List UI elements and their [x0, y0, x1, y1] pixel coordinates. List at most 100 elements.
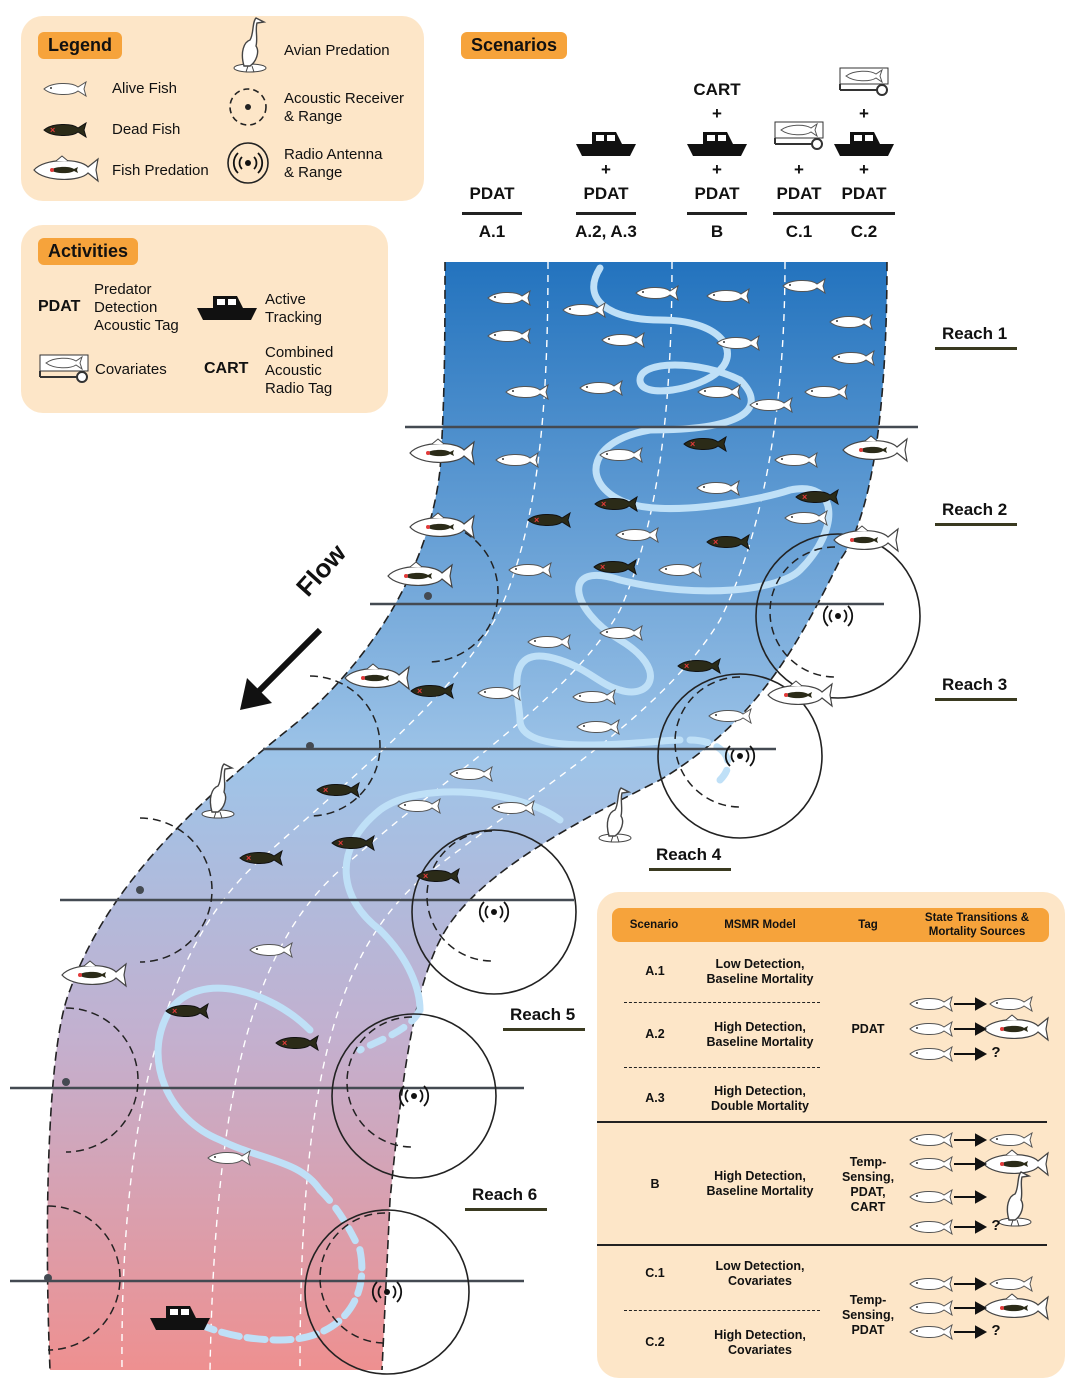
- legend-title: Legend: [38, 32, 123, 59]
- reach-underline: [503, 1028, 585, 1031]
- group-divider: [597, 1121, 1047, 1123]
- covariates-icon: [39, 354, 89, 383]
- unknown-mark: ?: [991, 1322, 1001, 1339]
- radio-antenna-icon: [478, 901, 510, 923]
- radio-antenna-ranges: [304, 533, 921, 1375]
- river-edge-right: [381, 261, 888, 1371]
- scenario-c2-label: C.2: [850, 222, 878, 241]
- row-c1-model: Low Detection, Covariates: [715, 1259, 805, 1288]
- covariates-icon: [774, 121, 824, 150]
- covariates-icon: [839, 67, 889, 96]
- active-tracking-icon: [197, 296, 257, 320]
- unknown-mark: ?: [991, 1044, 1001, 1061]
- reach-5-label: Reach 5: [510, 1005, 576, 1024]
- scenario-c1-tag: PDAT: [776, 184, 822, 203]
- radio-antenna-icon: [822, 605, 854, 627]
- scenario-underline: [576, 212, 636, 215]
- reach-2-label: Reach 2: [942, 500, 1008, 519]
- river-body: [47, 262, 888, 1370]
- scenario-a2-label: A.2, A.3: [575, 222, 637, 241]
- legend-avian-predation: Avian Predation: [284, 42, 390, 59]
- acoustic-receiver-icon: [229, 88, 267, 126]
- row-divider: [624, 1067, 820, 1068]
- scenario-underline: [773, 212, 895, 215]
- pdat-abbr: PDAT: [38, 298, 81, 315]
- plus-sign: +: [859, 104, 869, 123]
- scenario-c2-tag: PDAT: [841, 184, 887, 203]
- header-tag: Tag: [858, 919, 878, 931]
- row-c2-scenario: C.2: [645, 1335, 665, 1349]
- table-arrows: [954, 997, 988, 1339]
- radio-antenna-icon: [227, 142, 269, 184]
- legend-radio-antenna: Radio Antenna & Range: [284, 146, 383, 181]
- avian-predation-icon: [233, 17, 267, 73]
- tracking-path: [154, 264, 833, 1344]
- row-a1-scenario: A.1: [645, 964, 665, 978]
- header-scenario: Scenario: [629, 919, 679, 931]
- active-tracking-icon: [576, 132, 636, 156]
- legend-dead-fish: Dead Fish: [112, 121, 181, 138]
- plus-sign: +: [712, 160, 722, 179]
- scenario-underline: [462, 212, 522, 215]
- cart-top-label: CART: [693, 80, 741, 99]
- acoustic-receivers: [47, 521, 836, 1351]
- reach-underline: [649, 868, 731, 871]
- legend-fish-predation: Fish Predation: [112, 162, 209, 179]
- scenario-b-tag: PDAT: [694, 184, 740, 203]
- covariates-label: Covariates: [95, 361, 167, 378]
- table-header-bar: [612, 908, 1049, 942]
- reach-4-label: Reach 4: [656, 845, 722, 864]
- row-c1-scenario: C.1: [645, 1266, 665, 1280]
- plus-sign: +: [712, 104, 722, 123]
- row-c2-model: High Detection, Covariates: [714, 1328, 806, 1357]
- active-tracking-icon: [687, 132, 747, 156]
- scenarios-title: Scenarios: [461, 32, 568, 59]
- river-lanes: [121, 261, 786, 1371]
- header-transitions: State Transitions & Mortality Sources: [924, 912, 1030, 938]
- dead-fish-icon: [43, 122, 87, 138]
- plus-sign: +: [601, 160, 611, 179]
- reach-underline: [465, 1208, 547, 1211]
- row-b-model: High Detection, Baseline Mortality: [706, 1169, 814, 1198]
- reach-1-label: Reach 1: [942, 324, 1008, 343]
- row-a2-model: High Detection, Baseline Mortality: [706, 1020, 814, 1049]
- row-divider: [624, 1002, 820, 1003]
- row-a2-scenario: A.2: [645, 1027, 665, 1041]
- group-divider: [597, 1244, 1047, 1246]
- tag-group-b: Temp-Sensing, PDAT, CART: [841, 1155, 895, 1214]
- reach-underline: [935, 698, 1017, 701]
- row-divider: [624, 1310, 820, 1311]
- tag-group-a: PDAT: [851, 1022, 885, 1036]
- pdat-desc: Predator Detection Acoustic Tag: [94, 281, 179, 334]
- tag-group-c: Temp-Sensing, PDAT: [841, 1293, 895, 1337]
- cart-abbr: CART: [204, 360, 249, 377]
- reach-6-label: Reach 6: [472, 1185, 538, 1204]
- receiver-dots: [44, 592, 432, 1282]
- scenario-a1-label: A.1: [478, 222, 506, 241]
- reach-underline: [935, 523, 1017, 526]
- scenario-b-label: B: [710, 222, 724, 241]
- row-b-scenario: B: [650, 1177, 660, 1191]
- activities-title: Activities: [38, 238, 139, 265]
- legend-alive-fish: Alive Fish: [112, 80, 178, 97]
- fish-predation-icon: [33, 155, 99, 182]
- header-model: MSMR Model: [724, 919, 796, 931]
- row-a3-scenario: A.3: [645, 1091, 665, 1105]
- scenario-a2-tag: PDAT: [583, 184, 629, 203]
- active-tracking-icon: [834, 132, 894, 156]
- reach-lines: [10, 425, 918, 1283]
- row-a3-model: High Detection, Double Mortality: [711, 1084, 809, 1113]
- plus-sign: +: [794, 160, 804, 179]
- scenario-underline: [687, 212, 747, 215]
- alive-fish-icon: [43, 81, 87, 97]
- scenario-a1-tag: PDAT: [469, 184, 515, 203]
- scenario-c1-label: C.1: [785, 222, 813, 241]
- active-tracking-label: Active Tracking: [265, 291, 322, 326]
- plus-sign: +: [859, 160, 869, 179]
- unknown-mark: ?: [991, 1217, 1001, 1234]
- flow-arrow: [240, 627, 323, 710]
- legend-acoustic-receiver: Acoustic Receiver & Range: [284, 90, 405, 125]
- cart-desc: Combined Acoustic Radio Tag: [265, 344, 334, 397]
- reach-underline: [935, 347, 1017, 350]
